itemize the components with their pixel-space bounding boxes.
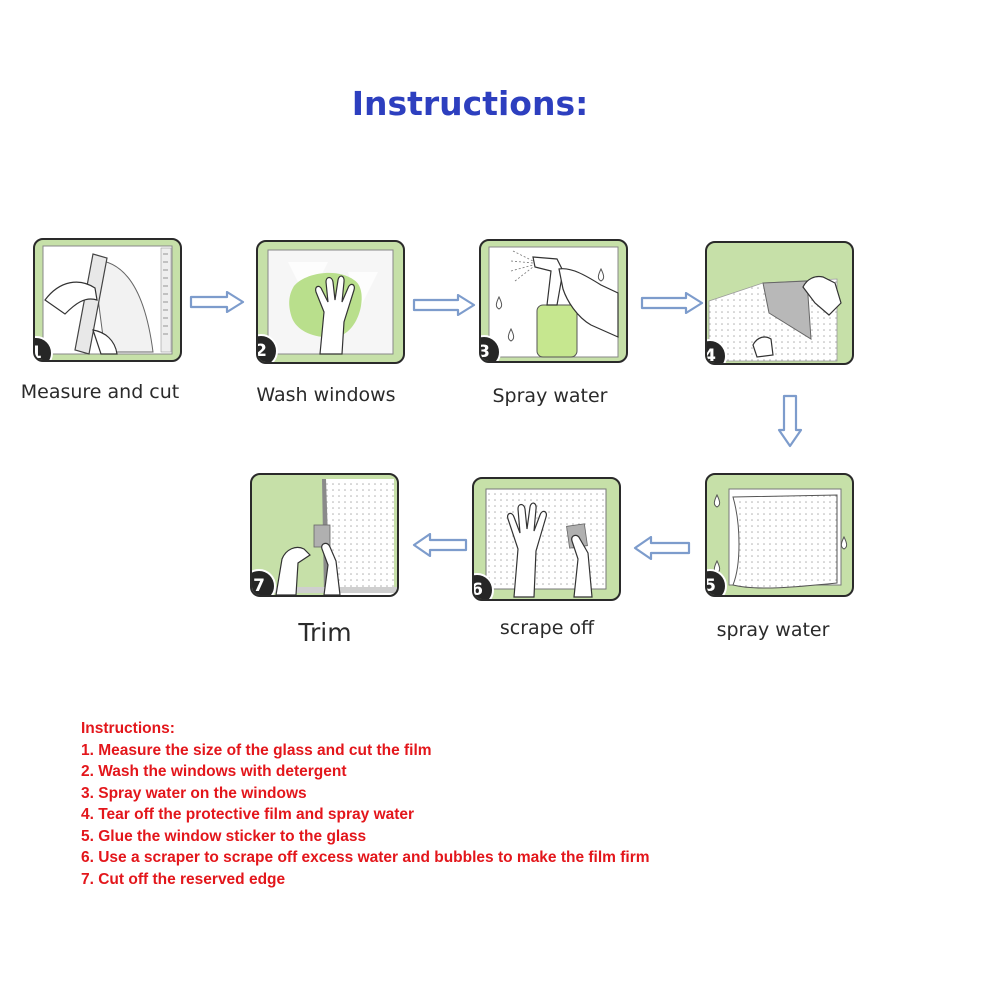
step-1-badge: 1 <box>35 336 53 360</box>
step-3-illustration: 3 <box>479 239 628 363</box>
step-3-caption: Spray water <box>492 385 608 407</box>
arrow-right-icon <box>412 294 476 316</box>
arrow-down-icon <box>777 394 803 448</box>
step-6-illustration: 6 <box>472 477 621 601</box>
step-5-badge: 5 <box>707 569 727 595</box>
step-5-caption: spray water <box>716 619 830 641</box>
instructions-heading: Instructions: <box>81 720 175 737</box>
page-title: Instructions: <box>351 84 589 123</box>
instructions-list: Instructions: 1. Measure the size of the… <box>81 718 650 890</box>
step-2-illustration: 2 <box>256 240 405 364</box>
instruction-line: 1. Measure the size of the glass and cut… <box>81 741 432 759</box>
step-2-badge: 2 <box>258 334 278 362</box>
arrow-left-icon <box>412 533 468 557</box>
step-4-badge: 4 <box>707 339 727 363</box>
instruction-line: 3. Spray water on the windows <box>81 784 307 802</box>
instruction-line: 2. Wash the windows with detergent <box>81 763 347 780</box>
step-1-caption: Measure and cut <box>20 381 180 403</box>
step-3-badge: 3 <box>481 335 501 361</box>
instruction-line: 4. Tear off the protective film and spra… <box>81 806 415 823</box>
step-1-illustration: 1 <box>33 238 182 362</box>
arrow-right-icon <box>189 291 245 313</box>
arrow-left-icon <box>633 536 691 560</box>
step-4-illustration: 4 <box>705 241 854 365</box>
step-7-caption: Trim <box>298 618 352 647</box>
step-7-illustration: 7 <box>250 473 399 597</box>
instruction-line: 6. Use a scraper to scrape off excess wa… <box>81 849 650 866</box>
instruction-line: 5. Glue the window sticker to the glass <box>81 827 367 845</box>
arrow-right-icon <box>640 292 704 314</box>
instruction-line: 7. Cut off the reserved edge <box>81 870 286 888</box>
step-6-badge: 6 <box>474 573 494 599</box>
step-6-caption: scrape off <box>499 617 595 639</box>
step-2-caption: Wash windows <box>256 384 396 406</box>
step-5-illustration: 5 <box>705 473 854 597</box>
